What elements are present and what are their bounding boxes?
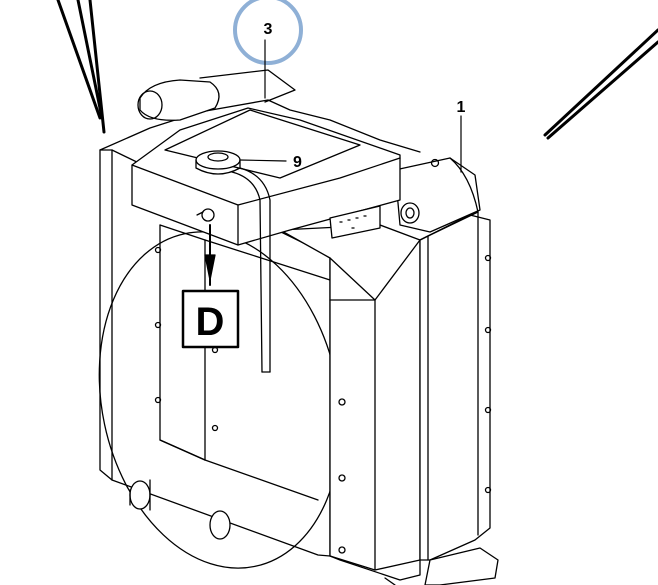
- leader-lines-right: [543, 28, 658, 140]
- detail-box-D: [181, 289, 240, 349]
- callout-3: 3: [233, 0, 303, 99]
- overflow-hose: [231, 167, 271, 373]
- callout-label-D: D: [196, 300, 225, 344]
- expansion-tank: [131, 69, 401, 246]
- callout-label-9: 9: [293, 154, 302, 171]
- callout-label-3: 3: [264, 21, 273, 38]
- shroud-transition: [279, 224, 421, 581]
- callout-1: 1: [457, 99, 466, 173]
- fan-shroud: [98, 99, 421, 569]
- radiator-core: [384, 157, 499, 585]
- level-sensor: [196, 208, 215, 222]
- leader-lines-left: [56, 0, 106, 134]
- callout-9: 9: [239, 154, 302, 171]
- callout-label-1: 1: [457, 99, 466, 116]
- callout-D: D: [181, 224, 240, 349]
- bottom-mounts: [129, 479, 231, 540]
- highlight-circle: [233, 0, 303, 65]
